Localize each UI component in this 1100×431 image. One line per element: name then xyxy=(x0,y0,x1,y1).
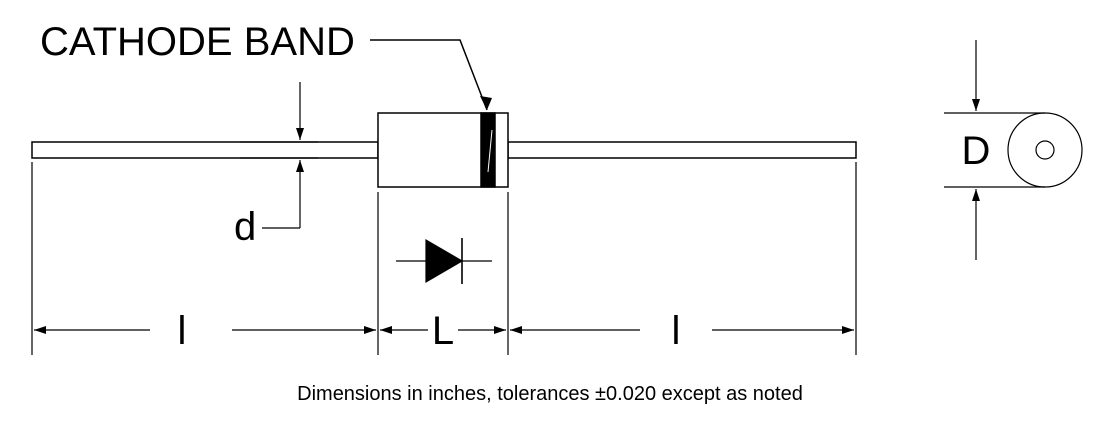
lead-diameter-label: d xyxy=(234,205,256,249)
cathode-band xyxy=(480,112,496,188)
cathode-band-label: CATHODE BAND xyxy=(40,20,355,64)
right-lead xyxy=(507,141,857,159)
body-length-label: L xyxy=(432,309,454,353)
end-view-circle-icon xyxy=(1007,112,1083,188)
diode-symbol-icon xyxy=(396,238,492,284)
dimensions-note: Dimensions in inches, tolerances ±0.020 … xyxy=(297,383,803,405)
body-diameter-label: D xyxy=(962,129,991,173)
cathode-band-leader xyxy=(370,39,488,111)
lead-length-left-label: l xyxy=(178,309,187,353)
lead-length-right-label: l xyxy=(672,309,681,353)
left-lead xyxy=(31,141,379,159)
